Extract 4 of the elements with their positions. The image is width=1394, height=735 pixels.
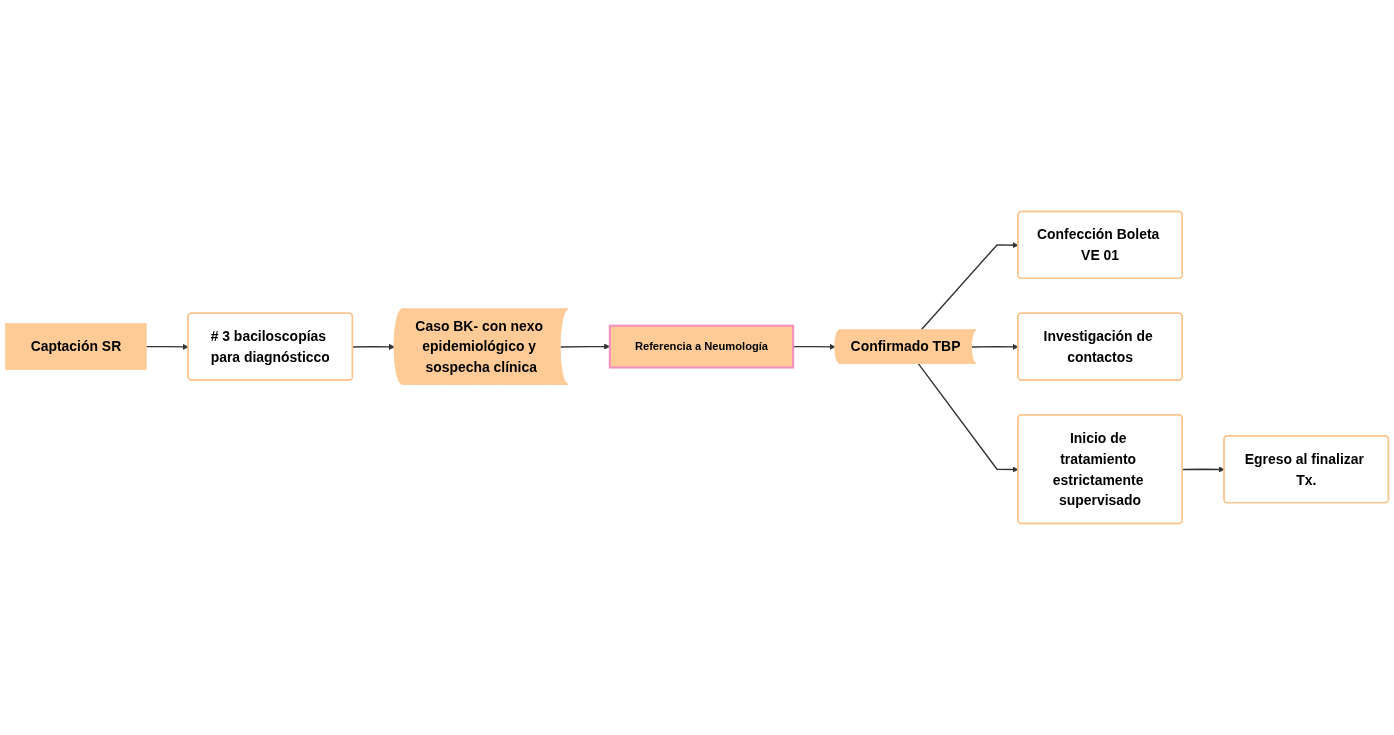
node-box: Referencia a Neumología (608, 324, 795, 369)
node-box: Captación SR (5, 323, 147, 370)
arrow (145, 343, 189, 350)
arrow (352, 343, 395, 350)
